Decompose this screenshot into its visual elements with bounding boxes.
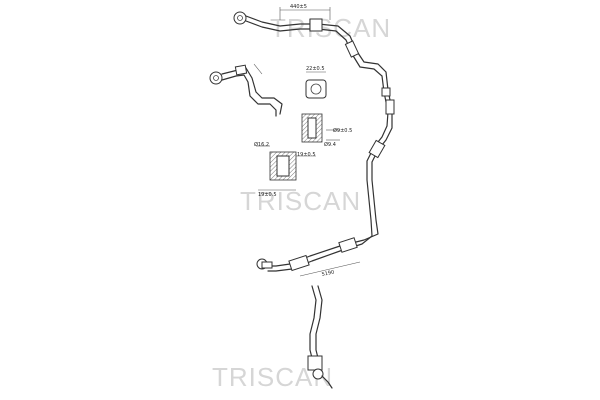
mid-sleeve [385,99,395,115]
section-a-label-1: Ø9±0.5 [333,127,352,134]
upper-clamp [344,40,360,58]
top-banjo-hole [237,15,243,21]
lower-length-dimension: 5190 [299,261,361,278]
watermark-middle: TRISCAN [240,186,361,216]
fitting-top-dimension: 22±0.5 [306,66,325,72]
lower-sleeve [368,139,386,159]
section-b-detail: Ø16.2 19±0.5 19±0.5 [254,141,316,198]
top-length-dimension: 440±5 [279,4,331,20]
top-length-label: 440±5 [290,4,307,10]
fitting-detail-top: 22±0.5 [305,66,327,99]
elbow-banjo-hole [213,75,219,81]
fitting-top-body [305,79,327,99]
section-a-detail: Ø9±0.5 Ø9.4 [301,113,352,148]
mid-bracket [381,87,391,97]
bottom-view-fitting [307,355,323,371]
lower-length-label: 5190 [321,269,335,278]
elbow-banjo [209,71,223,85]
section-b-label-2: 19±0.5 [297,152,316,158]
section-b-label-1: Ø16.2 [254,141,269,148]
bottom-nut [261,261,273,269]
top-banjo-fitting [233,11,247,25]
top-crimp-sleeve [309,18,323,32]
bottom-crimp [338,237,358,253]
section-b-bore [276,155,290,177]
section-b-label-3: 19±0.5 [258,192,277,198]
bottom-side-view [307,285,333,389]
elbow-crimp [234,64,248,76]
bottom-view-banjo [312,368,324,380]
bottom-crimp-2 [288,254,310,272]
elbow-detail [209,63,283,117]
fitting-top-bore [310,83,322,95]
main-pipe [233,11,395,272]
section-a-label-2: Ø9.4 [324,141,336,148]
watermark-top: TRISCAN [270,13,391,43]
section-a-bore [307,117,317,139]
